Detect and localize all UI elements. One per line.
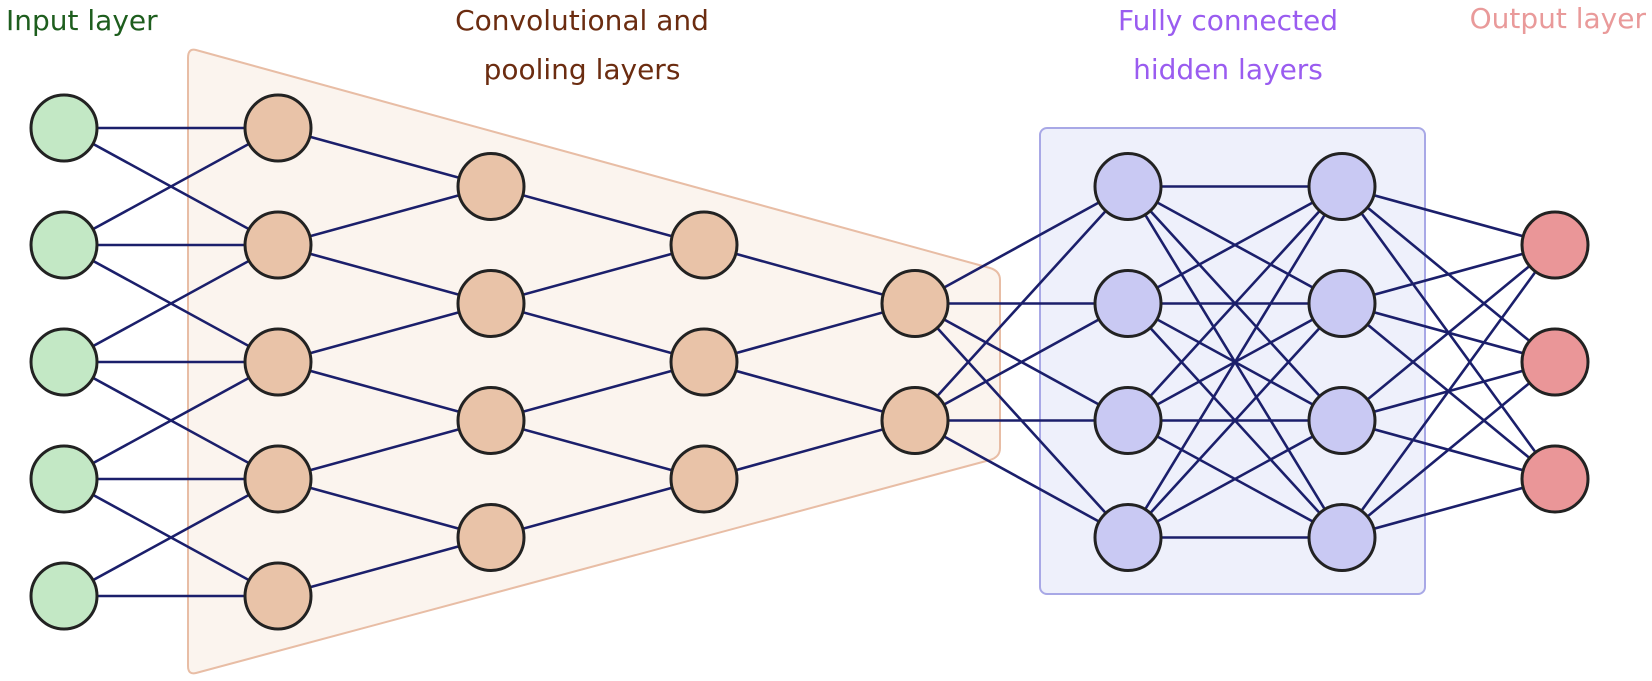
fc-neuron-5-3 [1093, 503, 1163, 572]
connection-l4-1-to-l5-3 [914, 419, 1129, 539]
connection-l3-1-to-l4-1 [703, 360, 916, 422]
connection-l0-2-to-l1-1 [63, 243, 279, 364]
conv-neuron-3-0 [669, 210, 739, 280]
fc-neuron-6-3 [1307, 503, 1377, 572]
conv-neuron-3-1 [669, 327, 739, 397]
input-neuron-0-3 [29, 444, 99, 514]
input-layer-label: Input layer [6, 4, 158, 37]
connection-l3-0-to-l4-0 [703, 243, 916, 305]
connection-l2-1-to-l3-1 [490, 302, 705, 364]
fc-neuron-5-2 [1093, 386, 1163, 455]
conv-pooling-label-line1: Convolutional and [455, 4, 709, 37]
connections [63, 126, 1557, 598]
conv-neuron-2-3 [456, 503, 526, 572]
connection-l5-3-to-l6-0 [1126, 185, 1344, 539]
conv-pooling-region [187, 48, 1001, 675]
layer-0-input [29, 93, 99, 631]
connection-l6-3-to-l7-1 [1341, 360, 1556, 539]
input-neuron-0-2 [29, 327, 99, 397]
output-neuron-7-1 [1520, 327, 1590, 397]
connection-l6-2-to-l7-0 [1341, 243, 1556, 422]
conv-neuron-1-0 [243, 93, 313, 163]
connection-l3-2-to-l4-1 [703, 419, 916, 481]
connection-l2-2-to-l3-2 [490, 419, 705, 481]
connection-l6-1-to-l7-0 [1341, 243, 1556, 305]
output-neuron-7-2 [1520, 444, 1590, 514]
connection-l3-1-to-l4-0 [703, 302, 916, 364]
connection-l1-4-to-l2-3 [277, 536, 492, 598]
connection-l1-3-to-l2-3 [277, 477, 492, 539]
fc-neuron-6-2 [1307, 386, 1377, 455]
fc-hidden-label-line2: hidden layers [1133, 53, 1323, 86]
fc-neuron-6-0 [1307, 152, 1377, 221]
connection-l4-1-to-l5-0 [914, 185, 1129, 422]
conv-neuron-1-1 [243, 210, 313, 280]
connection-l1-2-to-l2-1 [277, 302, 492, 364]
layer-6-fc [1307, 152, 1377, 572]
connection-l0-4-to-l1-3 [63, 477, 279, 598]
input-neuron-0-0 [29, 93, 99, 163]
connection-l1-2-to-l2-2 [277, 360, 492, 422]
input-neuron-0-1 [29, 210, 99, 280]
connection-l2-3-to-l3-2 [490, 477, 705, 539]
fc-neuron-5-1 [1093, 269, 1163, 338]
connection-l1-1-to-l2-0 [277, 185, 492, 247]
layer-2-conv [456, 152, 526, 572]
conv-neuron-1-2 [243, 327, 313, 397]
connection-l2-0-to-l3-0 [490, 185, 705, 247]
conv-pooling-label-line2: pooling layers [484, 53, 681, 86]
connection-l2-1-to-l3-0 [490, 243, 705, 305]
conv-neuron-1-4 [243, 561, 313, 631]
output-layer-label: Output layer [1470, 2, 1647, 35]
layer-4-conv [880, 269, 950, 455]
conv-neuron-2-1 [456, 269, 526, 338]
connection-l4-0-to-l5-0 [914, 185, 1129, 305]
connection-l0-3-to-l1-2 [63, 360, 279, 481]
fc-neuron-6-1 [1307, 269, 1377, 338]
layer-5-fc [1093, 152, 1163, 572]
input-neuron-0-4 [29, 561, 99, 631]
conv-neuron-4-0 [880, 269, 950, 338]
connection-l5-3-to-l6-2 [1127, 419, 1343, 539]
connection-l1-0-to-l2-0 [277, 126, 492, 188]
connection-l1-1-to-l2-1 [277, 243, 492, 305]
conv-neuron-1-3 [243, 444, 313, 514]
connection-l5-2-to-l6-0 [1127, 185, 1343, 422]
layer-3-conv [669, 210, 739, 514]
connection-l4-1-to-l5-1 [914, 302, 1129, 422]
conv-neuron-4-1 [880, 386, 950, 455]
conv-neuron-2-2 [456, 386, 526, 455]
connection-l6-0-to-l7-0 [1341, 185, 1556, 247]
connection-l6-3-to-l7-0 [1340, 244, 1557, 539]
conv-neuron-3-2 [669, 444, 739, 514]
connection-l2-2-to-l3-1 [490, 360, 705, 422]
connection-l6-3-to-l7-2 [1341, 477, 1556, 539]
fc-hidden-label-line1: Fully connected [1118, 4, 1338, 37]
layer-7-output [1520, 210, 1590, 514]
connection-l1-3-to-l2-2 [277, 419, 492, 481]
layer-regions [187, 48, 1426, 675]
conv-neuron-2-0 [456, 152, 526, 221]
connection-l0-1-to-l1-0 [63, 126, 279, 247]
output-neuron-7-0 [1520, 210, 1590, 280]
neurons [29, 93, 1590, 631]
layer-1-conv [243, 93, 313, 631]
fc-neuron-5-0 [1093, 152, 1163, 221]
connection-l5-3-to-l6-1 [1127, 302, 1343, 539]
connection-l5-1-to-l6-0 [1127, 185, 1343, 305]
